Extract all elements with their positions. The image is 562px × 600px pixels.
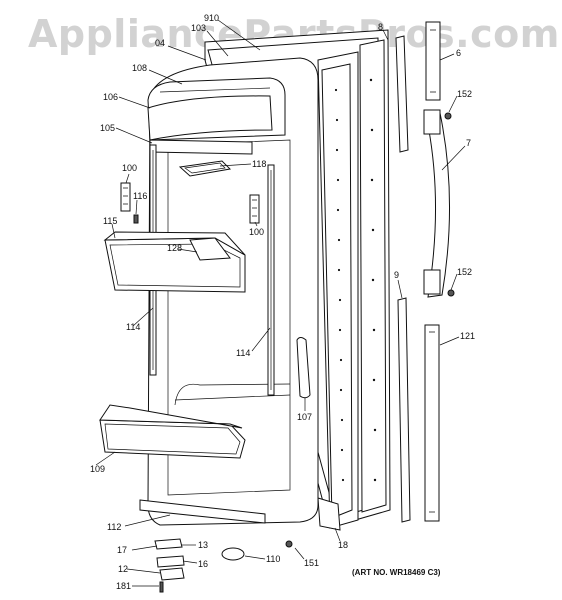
callout-100-left: 100: [122, 163, 137, 173]
dairy-compartment: [147, 77, 286, 141]
callout-112: 112: [107, 522, 121, 532]
callout-114-right: 114: [236, 348, 250, 358]
screw-151: [285, 540, 293, 548]
callout-116: 116: [133, 191, 147, 201]
callout-107: 107: [297, 412, 312, 422]
panel-holes: [334, 78, 377, 482]
callout-152-bottom: 152: [457, 267, 472, 277]
callout-13: 13: [198, 540, 208, 550]
screw-152-top: [444, 112, 452, 120]
callout-121: 121: [460, 331, 475, 341]
callout-118: 118: [252, 159, 266, 169]
callout-6: 6: [456, 48, 461, 58]
hinge-13: [154, 538, 183, 550]
door-bin-upper: [103, 231, 246, 293]
callout-110: 110: [266, 554, 280, 564]
cam-110: [221, 547, 245, 561]
screw-152-bottom: [447, 289, 455, 297]
shelf-rail-right: [267, 164, 275, 396]
callout-7: 7: [466, 138, 471, 148]
callout-181: 181: [116, 581, 131, 591]
door-bin-lower: [99, 404, 246, 459]
callout-152-top: 152: [457, 89, 472, 99]
mullion-cover-107: [296, 337, 311, 399]
callout-105: 105: [100, 123, 115, 133]
hinge-bushing-16: [156, 555, 185, 568]
shelf-clip-left: [120, 182, 131, 212]
bottom-trim: [139, 499, 266, 524]
callout-9: 9: [394, 270, 399, 280]
shelf-clip-right: [249, 194, 260, 224]
callout-04: 04: [155, 38, 165, 48]
callout-128: 128: [167, 243, 182, 253]
screw-116: [133, 214, 139, 224]
leader-lines: [95, 19, 466, 587]
dairy-door-trim: [149, 139, 253, 155]
art-number: (ART NO. WR18469 C3): [352, 568, 441, 577]
callout-labels: 910 103 04 8 6 108 152 106 7 105 118 100…: [90, 13, 475, 591]
trim-strip-9: [397, 297, 411, 523]
callout-108: 108: [132, 63, 147, 73]
handle-cap-6: [425, 21, 441, 101]
callout-103: 103: [191, 23, 206, 33]
hinge-pin-12: [159, 567, 185, 581]
callout-18: 18: [338, 540, 348, 550]
callout-106: 106: [103, 92, 118, 102]
butter-bin: [178, 160, 232, 177]
callout-910: 910: [204, 13, 219, 23]
callout-17: 17: [117, 545, 127, 555]
callout-115: 115: [103, 216, 117, 226]
handle-trim-121: [424, 324, 440, 522]
trim-strip-8: [395, 35, 409, 153]
callout-114-left: 114: [126, 322, 140, 332]
callout-8: 8: [378, 22, 383, 32]
handle-7: [423, 109, 450, 298]
callout-151: 151: [304, 558, 319, 568]
callout-109: 109: [90, 464, 105, 474]
screw-181: [159, 581, 164, 593]
callout-12: 12: [118, 564, 128, 574]
callout-100-right: 100: [249, 227, 264, 237]
callout-16: 16: [198, 559, 208, 569]
hinge-bracket-18: [317, 497, 341, 531]
